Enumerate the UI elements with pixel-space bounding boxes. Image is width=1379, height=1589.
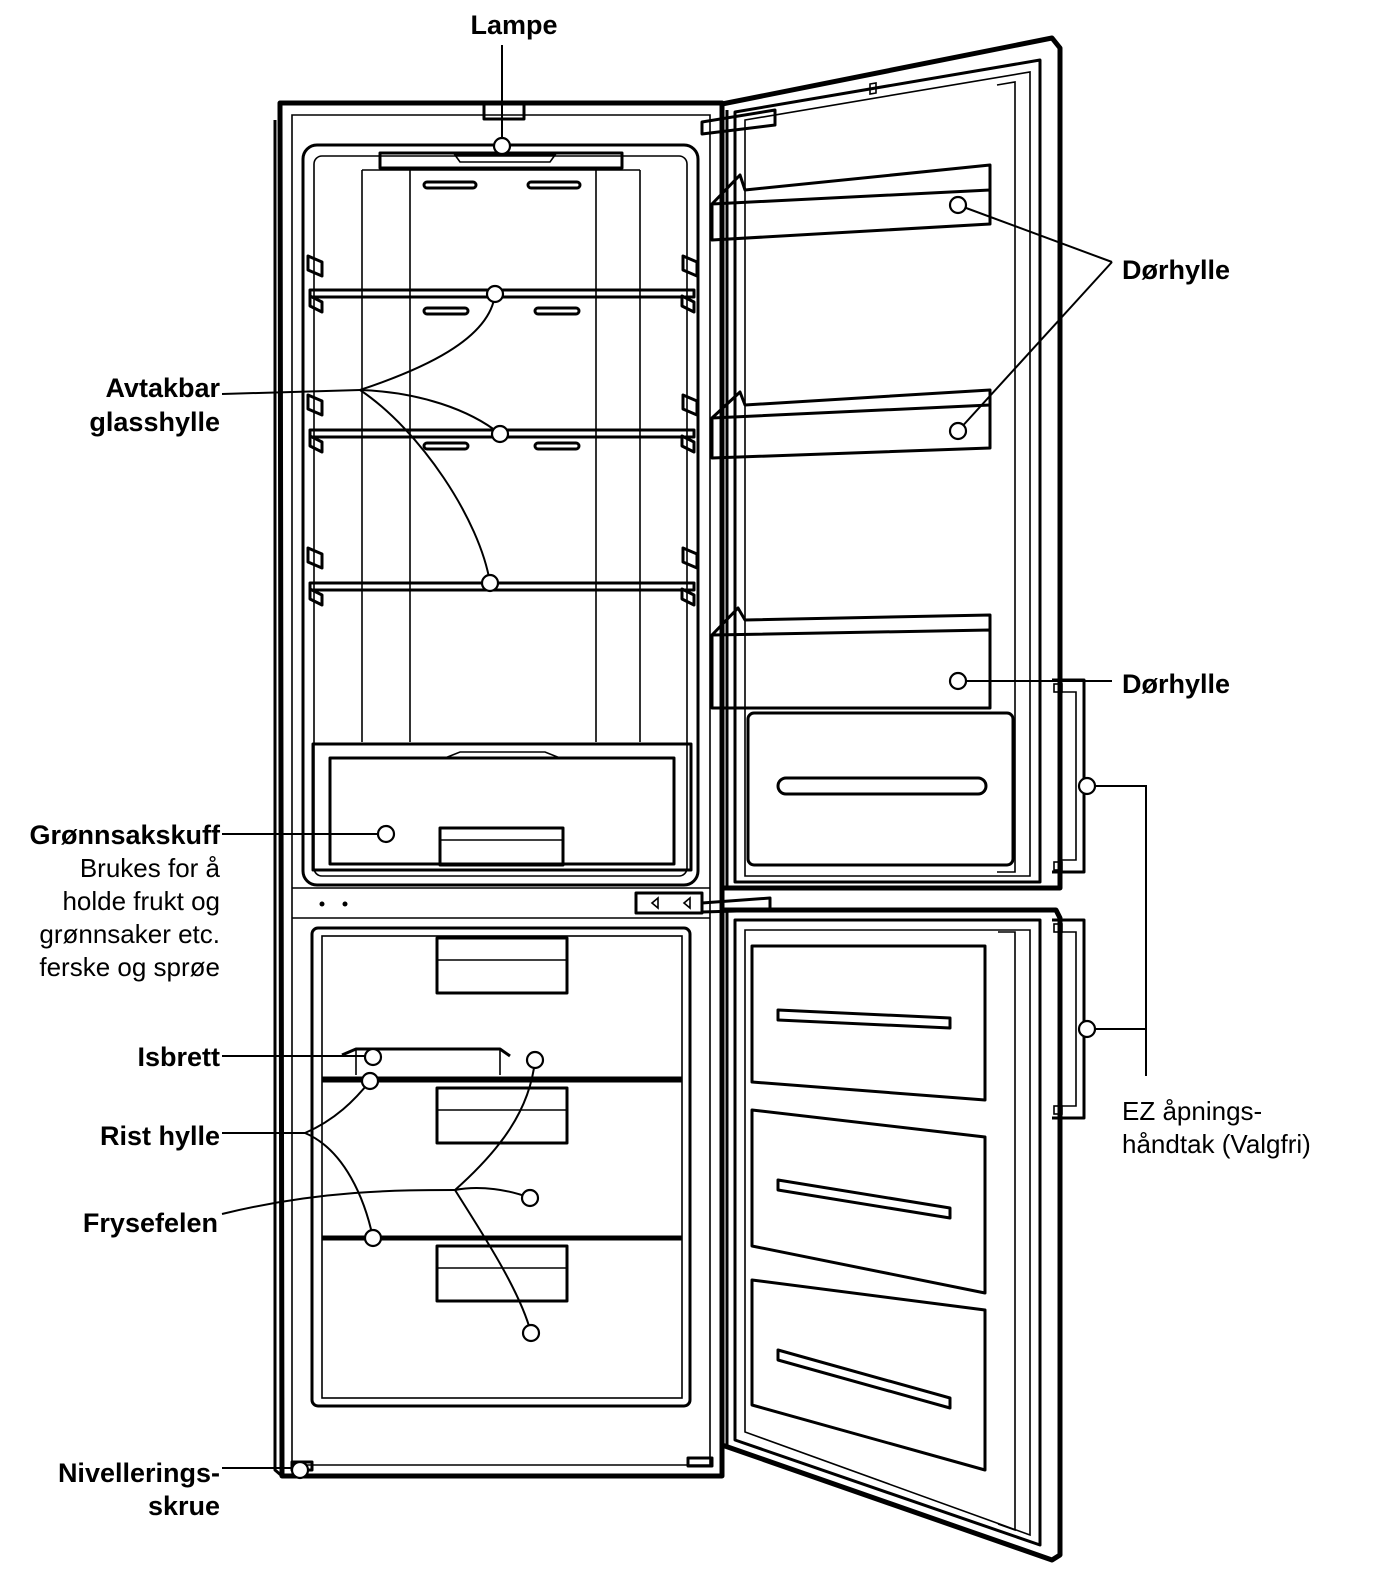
label-avtakbar-1: Avtakbar bbox=[105, 373, 220, 403]
callout-dots bbox=[292, 138, 1095, 1478]
label-ez-2: håndtak (Valgfri) bbox=[1122, 1129, 1311, 1159]
vegetable-drawer bbox=[313, 744, 691, 870]
label-gronnsakskuff-desc-4: ferske og sprøe bbox=[39, 952, 220, 982]
glass-shelves bbox=[310, 290, 694, 605]
label-dorhylle-top: Dørhylle bbox=[1122, 255, 1230, 285]
label-gronnsakskuff-desc-3: grønnsaker etc. bbox=[39, 919, 220, 949]
label-gronnsakskuff: Grønnsakskuff bbox=[29, 820, 221, 850]
compartment-divider bbox=[292, 888, 710, 918]
label-lampe: Lampe bbox=[470, 10, 557, 40]
fridge-cabinet bbox=[275, 103, 722, 1476]
freezer-compartment bbox=[312, 928, 712, 1466]
freezer-door bbox=[702, 898, 1084, 1560]
labels: Lampe Dørhylle Dørhylle Avtakbar glasshy… bbox=[29, 10, 1310, 1521]
label-dorhylle-bottom: Dørhylle bbox=[1122, 669, 1230, 699]
label-ez-1: EZ åpnings- bbox=[1122, 1096, 1262, 1126]
label-gronnsakskuff-desc-2: holde frukt og bbox=[62, 886, 220, 916]
label-isbrett: Isbrett bbox=[137, 1042, 220, 1072]
label-frysefelen: Frysefelen bbox=[83, 1208, 218, 1238]
label-gronnsakskuff-desc-1: Brukes for å bbox=[80, 853, 221, 883]
label-nivellering-1: Nivellerings- bbox=[58, 1458, 220, 1488]
label-rist-hylle: Rist hylle bbox=[100, 1121, 220, 1151]
fridge-compartment bbox=[303, 145, 698, 885]
fridge-door bbox=[702, 38, 1084, 888]
label-avtakbar-2: glasshylle bbox=[89, 407, 220, 437]
label-nivellering-2: skrue bbox=[148, 1491, 220, 1521]
